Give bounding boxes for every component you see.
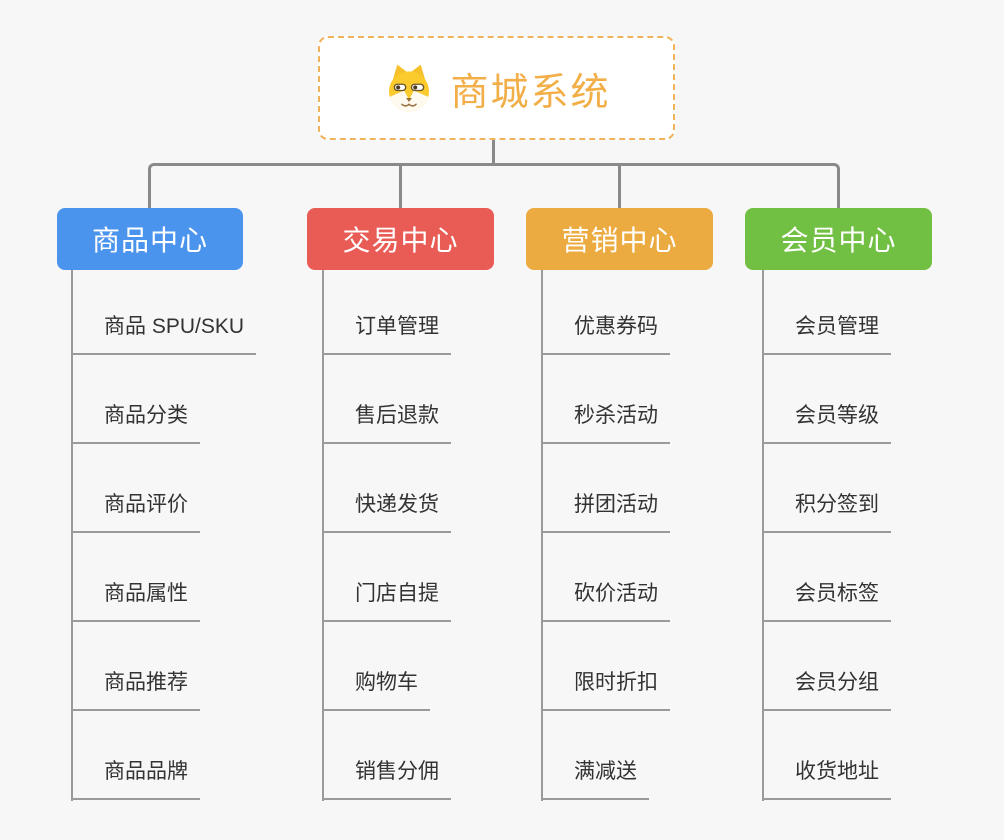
connector-trunk-product: [71, 270, 73, 801]
leaf-item-limited-time-discount[interactable]: 限时折扣: [541, 667, 670, 711]
branch-node-trade[interactable]: 交易中心: [307, 208, 494, 270]
branch-label: 交易中心: [342, 225, 459, 256]
connector-branch-rail: [148, 163, 840, 208]
branch-node-marketing[interactable]: 营销中心: [526, 208, 713, 270]
leaf-item-aftersale-refund[interactable]: 售后退款: [322, 400, 451, 444]
leaf-item-group-buy[interactable]: 拼团活动: [541, 489, 670, 533]
connector-drop-marketing: [618, 166, 621, 208]
connector-trunk-trade: [322, 270, 324, 801]
leaf-item-member-tag[interactable]: 会员标签: [762, 578, 891, 622]
branch-label: 会员中心: [780, 225, 897, 256]
connector-trunk-member: [762, 270, 764, 801]
leaf-item-product-spu-sku[interactable]: 商品 SPU/SKU: [71, 311, 257, 355]
leaf-item-points-checkin[interactable]: 积分签到: [762, 489, 891, 533]
leaf-item-coupon-code[interactable]: 优惠券码: [541, 311, 670, 355]
leaf-item-store-pickup[interactable]: 门店自提: [322, 578, 451, 622]
dog-face-icon: [389, 64, 430, 112]
leaf-item-product-attribute[interactable]: 商品属性: [71, 578, 200, 622]
leaf-item-order-management[interactable]: 订单管理: [322, 311, 451, 355]
leaf-item-bargain-activity[interactable]: 砍价活动: [541, 578, 670, 622]
branch-node-product[interactable]: 商品中心: [57, 208, 243, 270]
branch-label: 营销中心: [561, 225, 678, 256]
leaf-item-product-category[interactable]: 商品分类: [71, 400, 200, 444]
leaf-item-member-level[interactable]: 会员等级: [762, 400, 891, 444]
connector-trunk-marketing: [541, 270, 543, 801]
root-label: 商城系统: [450, 71, 611, 114]
leaf-item-express-delivery[interactable]: 快递发货: [322, 489, 451, 533]
leaf-item-product-brand[interactable]: 商品品牌: [71, 756, 200, 800]
connector-root-stem: [492, 140, 495, 166]
leaf-item-product-recommend[interactable]: 商品推荐: [71, 667, 200, 711]
leaf-item-full-reduction[interactable]: 满减送: [541, 756, 649, 800]
branch-label: 商品中心: [91, 225, 208, 256]
root-node[interactable]: 商城系统: [318, 36, 675, 140]
leaf-item-sales-commission[interactable]: 销售分佣: [322, 756, 451, 800]
leaf-item-shipping-address[interactable]: 收货地址: [762, 756, 891, 800]
connector-drop-trade: [399, 166, 402, 208]
branch-node-member[interactable]: 会员中心: [745, 208, 932, 270]
leaf-item-member-group[interactable]: 会员分组: [762, 667, 891, 711]
leaf-item-member-management[interactable]: 会员管理: [762, 311, 891, 355]
leaf-item-flash-sale[interactable]: 秒杀活动: [541, 400, 670, 444]
leaf-item-shopping-cart[interactable]: 购物车: [322, 667, 430, 711]
leaf-item-product-review[interactable]: 商品评价: [71, 489, 200, 533]
